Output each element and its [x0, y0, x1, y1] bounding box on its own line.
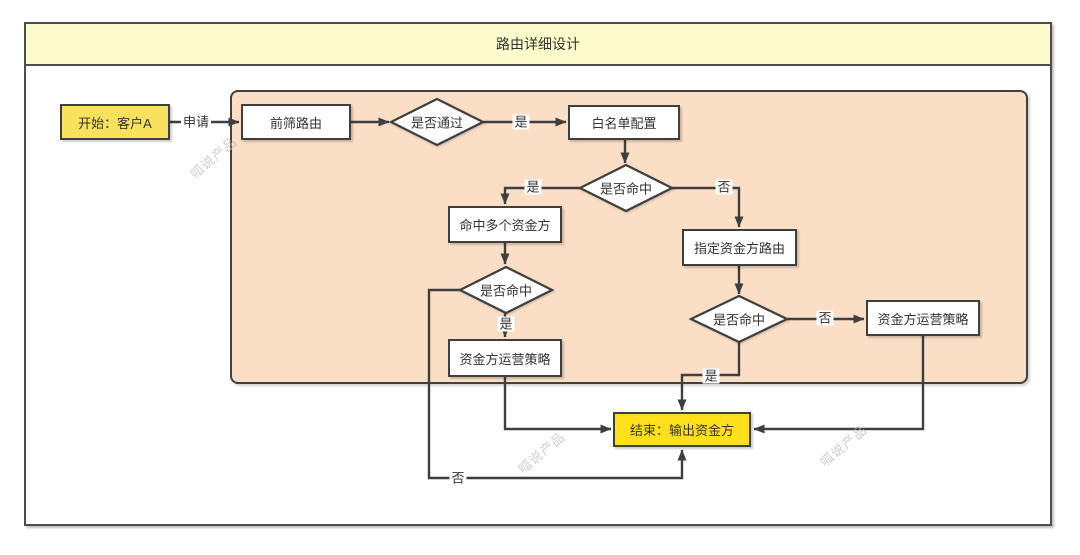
- diagram-title: 路由详细设计: [496, 36, 580, 52]
- node-prescreen-routing: 前筛路由: [241, 104, 351, 140]
- node-funder-strategy-left: 资金方运营策略: [448, 339, 562, 377]
- node-start: 开始：客户A: [60, 104, 170, 140]
- edge-label-hit1-no: 否: [715, 179, 733, 195]
- edge-label-pass-yes: 是: [512, 114, 530, 130]
- node-end: 结束：输出资金方: [613, 412, 751, 447]
- edge-label-hit1-yes: 是: [524, 179, 542, 195]
- decision-hit-check-3-label: 是否命中: [712, 312, 766, 328]
- edge-label-hit2-yes: 是: [497, 316, 515, 332]
- node-funder-strategy-right: 资金方运营策略: [866, 300, 980, 336]
- diagram-title-bar: 路由详细设计: [26, 24, 1050, 66]
- node-whitelist-config: 白名单配置: [568, 105, 680, 140]
- edge-label-hit3-no: 否: [816, 310, 834, 326]
- decision-hit-check-2-label: 是否命中: [479, 283, 533, 299]
- decision-hit-check-1-label: 是否命中: [599, 181, 653, 197]
- decision-pass-check-label: 是否通过: [410, 115, 464, 131]
- edge-label-hit3-yes: 是: [702, 368, 720, 384]
- edge-label-hit2-no: 否: [449, 470, 467, 486]
- node-assigned-funder-routing: 指定资金方路由: [682, 229, 797, 266]
- node-multi-funder-hit: 命中多个资金方: [448, 206, 562, 243]
- edge-label-apply: 申请: [180, 114, 212, 130]
